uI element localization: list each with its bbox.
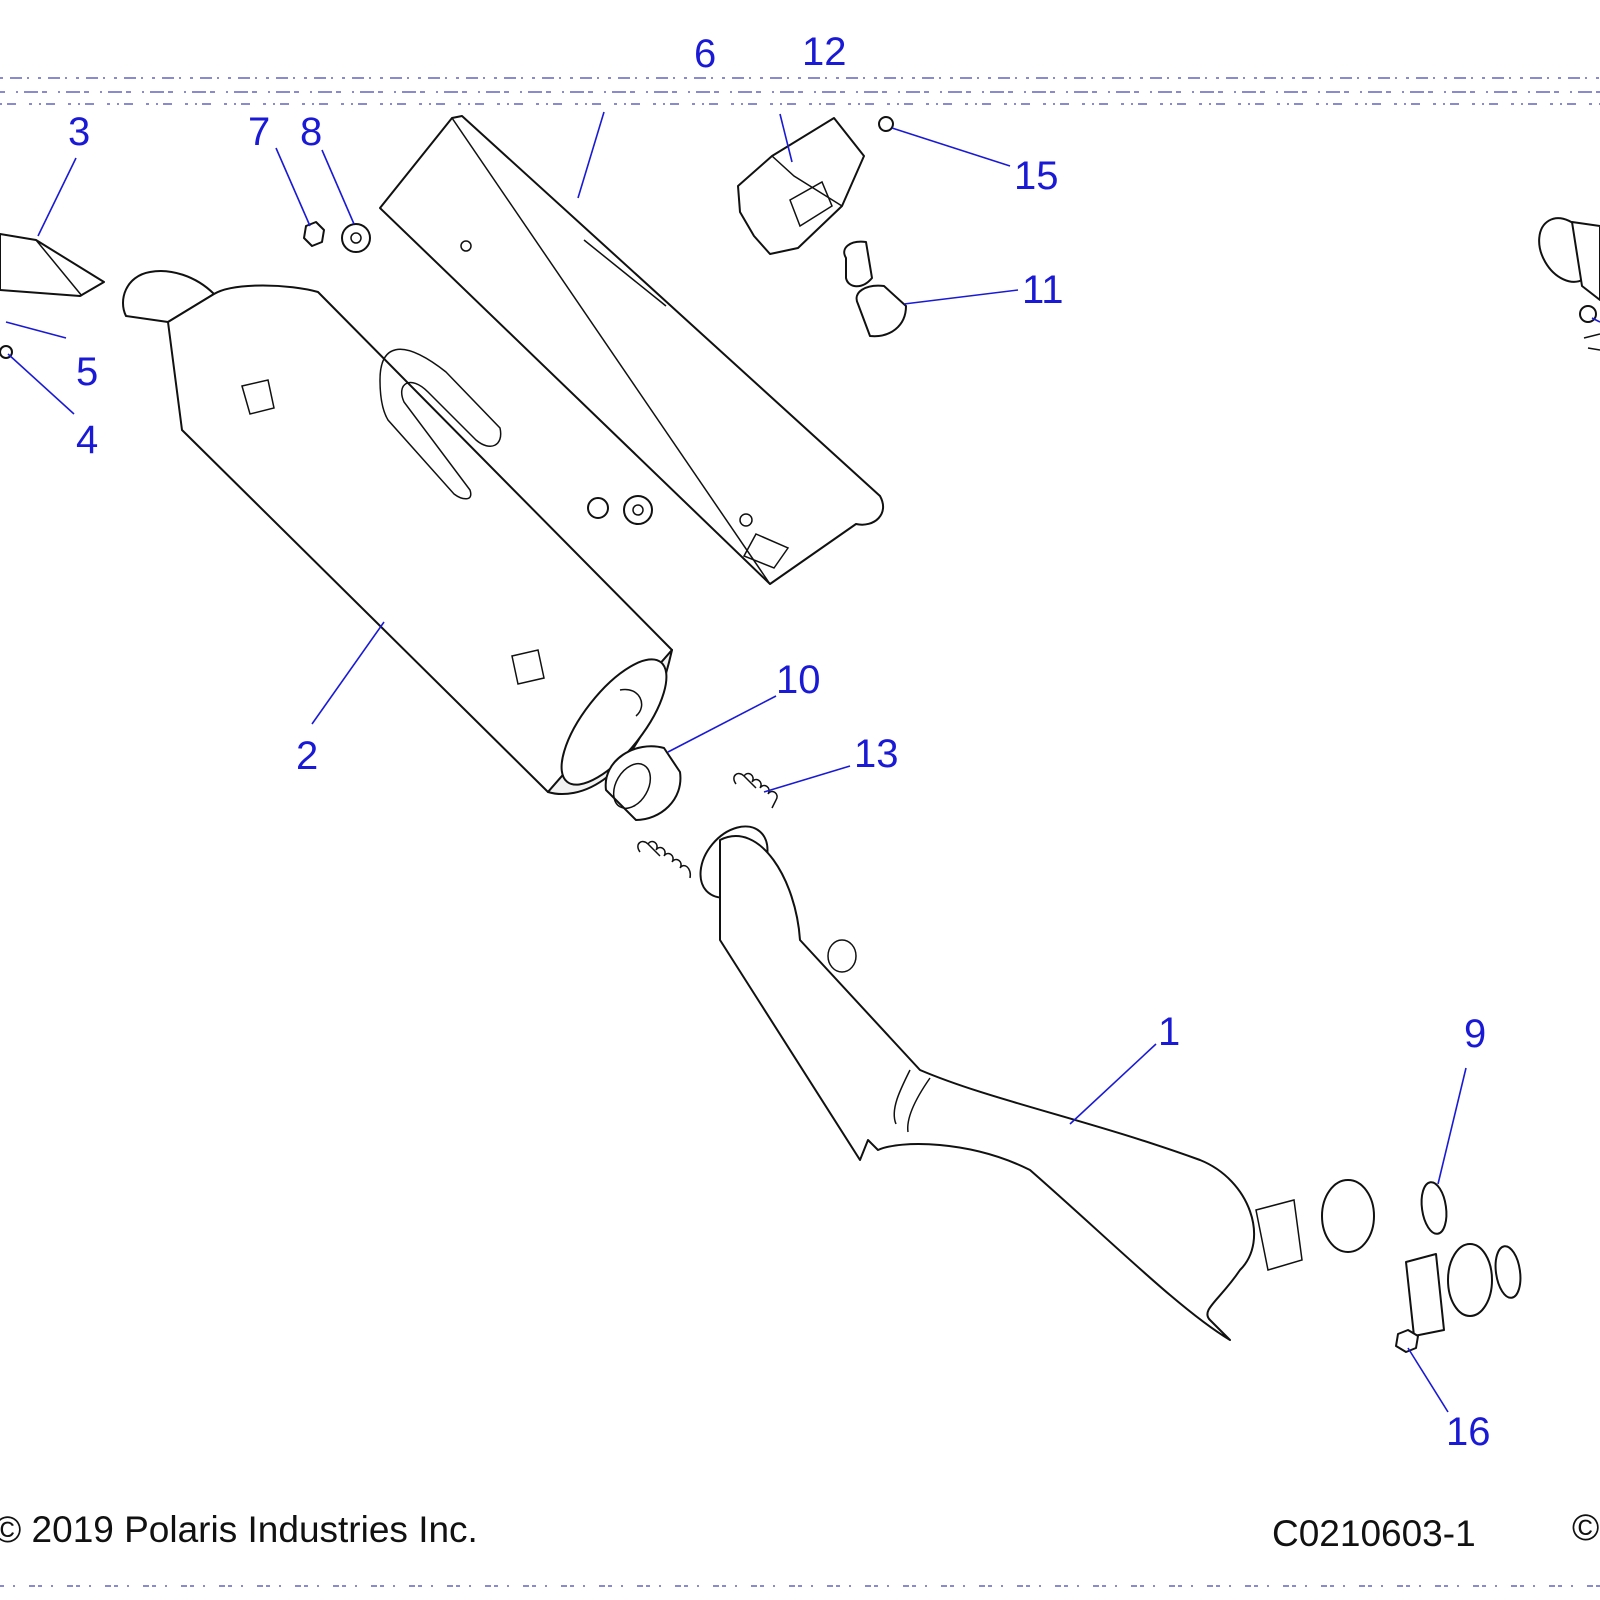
callout-8: 8 [300,110,323,154]
part-2-muffler [122,270,673,795]
copyright-edge-mark: © [1572,1507,1600,1548]
part-13-spring-lower [637,840,692,879]
callout-9: 9 [1464,1012,1487,1056]
leader-lines [5,111,1600,1413]
part-7-nut [303,221,325,247]
callout-10: 10 [776,658,821,702]
callout-11: 11 [1022,268,1064,312]
callout-16: 16 [1446,1410,1491,1454]
part-11-grommets [843,240,907,338]
part-8-washer [341,223,371,253]
callout-5: 5 [76,350,99,394]
callout-15: 15 [1014,154,1059,198]
part-9-o-ring-lower [1494,1245,1522,1299]
callout-12: 12 [802,30,847,74]
scan-noise-top [0,77,1600,105]
callout-13: 13 [854,732,899,776]
part-15-nut [878,116,894,132]
callout-4: 4 [76,418,99,462]
part-16-bolt [1395,1329,1419,1353]
drawing-number: C0210603-1 [1272,1513,1476,1554]
callout-7: 7 [248,110,271,154]
callout-6: 6 [694,32,717,76]
part-10-gasket [604,745,682,821]
part-13-spring-upper [733,772,778,809]
part-1-head-pipe [699,825,1493,1341]
partial-part-right-edge [1538,217,1600,351]
part-6-heat-shield [379,115,884,585]
callout-3: 3 [68,110,91,154]
callout-2: 2 [296,734,319,778]
part-12-bracket [737,117,865,255]
callout-1: 1 [1158,1010,1181,1054]
part-3-tip [0,233,105,297]
part-9-o-ring-upper [1420,1181,1448,1235]
copyright-notice: © 2019 Polaris Industries Inc. [0,1509,478,1550]
